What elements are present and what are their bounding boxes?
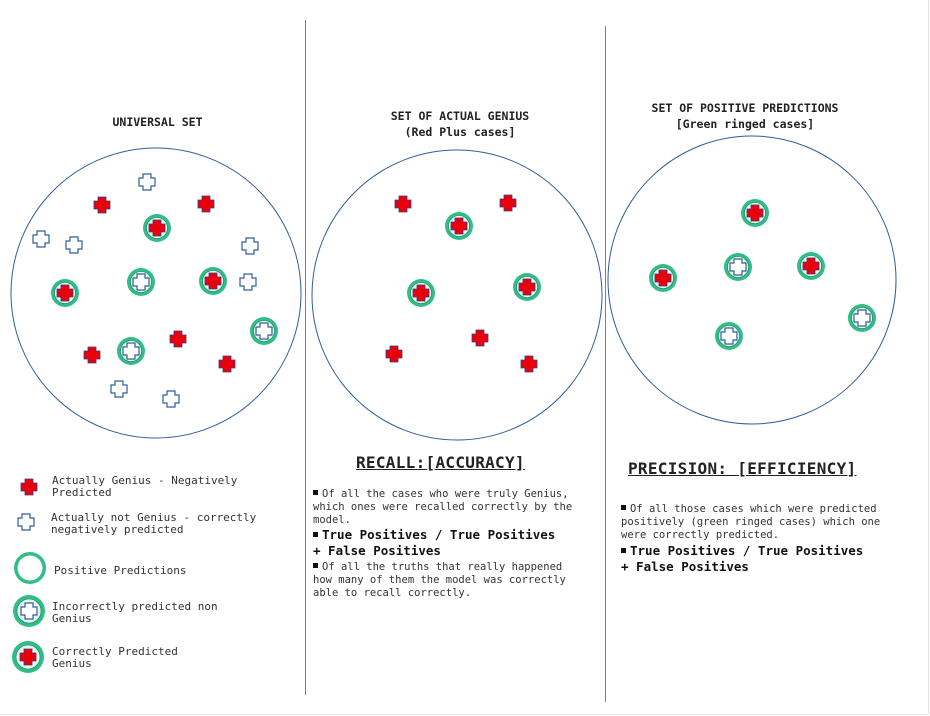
red-plus-icon <box>394 195 412 213</box>
legend-positive-predictions-label: Positive Predictions <box>54 564 187 577</box>
recall-explanation: Of all the truths that really happened h… <box>313 561 605 600</box>
legend-actual-genius-label: Actually Genius - Negatively Predicted <box>52 475 292 499</box>
recall-formula: True Positives / True Positives + False … <box>313 527 605 559</box>
legend-not-genius-line1: Actually not Genius - correctly <box>51 511 257 524</box>
white-plus-icon <box>32 230 50 248</box>
recall-description: Of all the cases who were truly Genius, … <box>313 488 605 527</box>
legend-incorrect-line1: Incorrectly predicted non <box>52 600 218 613</box>
correctly-predicted-genius-icon <box>407 279 435 307</box>
white-plus-icon <box>239 273 257 291</box>
recall-description-line2: which ones were recalled correctly by th… <box>313 501 573 513</box>
actual-genius-circle <box>311 149 603 441</box>
universal-set-circle <box>10 147 302 439</box>
white-plus-icon <box>162 390 180 408</box>
legend-correct-line1: Correctly Predicted <box>52 645 178 658</box>
legend-not-genius-line2: negatively predicted <box>51 523 184 536</box>
incorrectly-predicted-non-genius-icon <box>117 337 145 365</box>
recall-description-line3: model. <box>313 514 351 526</box>
red-plus-icon <box>218 355 236 373</box>
actual-genius-title: SET OF ACTUAL GENIUS (Red Plus cases] <box>345 108 575 140</box>
correctly-predicted-genius-icon <box>513 273 541 301</box>
white-plus-icon <box>241 237 259 255</box>
legend-white-plus-icon <box>17 513 35 531</box>
red-plus-icon <box>83 346 101 364</box>
legend-incorrect-label: Incorrectly predicted non Genius <box>52 601 272 625</box>
legend-green-ring-icon <box>14 552 46 584</box>
correctly-predicted-genius-icon <box>797 252 825 280</box>
white-plus-icon <box>65 236 83 254</box>
bullet-icon <box>313 532 318 537</box>
precision-description: Of all those cases which were predicted … <box>621 503 921 542</box>
legend-red-plus-icon <box>20 478 38 496</box>
incorrectly-predicted-non-genius-icon <box>127 268 155 296</box>
legend-correct-icon <box>12 641 44 673</box>
legend-correct-line2: Genius <box>52 657 92 670</box>
actual-genius-title-line2: (Red Plus cases] <box>404 125 516 139</box>
white-plus-icon <box>138 173 156 191</box>
precision-description-line2: positively (green ringed cases) which on… <box>621 516 881 528</box>
recall-explanation-line1: Of all the truths that really happened <box>313 561 605 574</box>
precision-formula: True Positives / True Positives + False … <box>621 543 921 575</box>
positive-predictions-title: SET OF POSITIVE PREDICTIONS [Green ringe… <box>620 100 870 132</box>
white-plus-icon <box>110 380 128 398</box>
precision-formula-line2: + False Positives <box>621 559 749 574</box>
correctly-predicted-genius-icon <box>445 212 473 240</box>
legend-not-genius-label: Actually not Genius - correctly negative… <box>51 512 291 536</box>
recall-explanation-line3: able to recall correctly. <box>313 587 472 599</box>
red-plus-icon <box>169 330 187 348</box>
precision-heading: PRECISION: [EFFICIENCY] <box>628 459 857 478</box>
precision-formula-line1: True Positives / True Positives <box>621 543 921 559</box>
red-plus-icon <box>93 196 111 214</box>
actual-genius-title-line1: SET OF ACTUAL GENIUS <box>390 109 530 123</box>
panel-divider-right <box>605 26 606 702</box>
correctly-predicted-genius-icon <box>199 267 227 295</box>
bullet-icon <box>313 563 318 568</box>
recall-heading: RECALL:[ACCURACY] <box>356 453 525 472</box>
panel-divider-left <box>305 20 306 695</box>
legend-actual-genius-line1: Actually Genius - Negatively <box>52 474 238 487</box>
correctly-predicted-genius-icon <box>649 264 677 292</box>
precision-description-line3: were correctly predicted. <box>621 529 780 541</box>
legend-incorrect-icon <box>13 595 45 627</box>
red-plus-icon <box>471 329 489 347</box>
legend-actual-genius-line2: Predicted <box>52 486 112 499</box>
positive-predictions-circle <box>607 135 897 425</box>
incorrectly-predicted-non-genius-icon <box>250 317 278 345</box>
red-plus-icon <box>197 195 215 213</box>
recall-formula-line2: + False Positives <box>313 543 441 558</box>
precision-description-line1: Of all those cases which were predicted <box>621 503 921 516</box>
legend-incorrect-line2: Genius <box>52 612 92 625</box>
recall-formula-line1: True Positives / True Positives <box>313 527 605 543</box>
recall-description-line1: Of all the cases who were truly Genius, <box>313 488 605 501</box>
red-plus-icon <box>385 345 403 363</box>
bullet-icon <box>621 505 626 510</box>
correctly-predicted-genius-icon <box>143 214 171 242</box>
positive-predictions-title-line2: [Green ringed cases] <box>675 117 815 131</box>
legend-correct-label: Correctly Predicted Genius <box>52 646 272 670</box>
incorrectly-predicted-non-genius-icon <box>848 304 876 332</box>
red-plus-icon <box>499 194 517 212</box>
incorrectly-predicted-non-genius-icon <box>724 253 752 281</box>
bullet-icon <box>313 490 318 495</box>
positive-predictions-title-line1: SET OF POSITIVE PREDICTIONS <box>651 101 839 115</box>
correctly-predicted-genius-icon <box>741 199 769 227</box>
incorrectly-predicted-non-genius-icon <box>715 322 743 350</box>
recall-explanation-line2: how many of them the model was correctly <box>313 574 566 586</box>
correctly-predicted-genius-icon <box>51 279 79 307</box>
red-plus-icon <box>520 355 538 373</box>
bullet-icon <box>621 548 626 553</box>
universal-set-title: UNIVERSAL SET <box>112 115 203 129</box>
